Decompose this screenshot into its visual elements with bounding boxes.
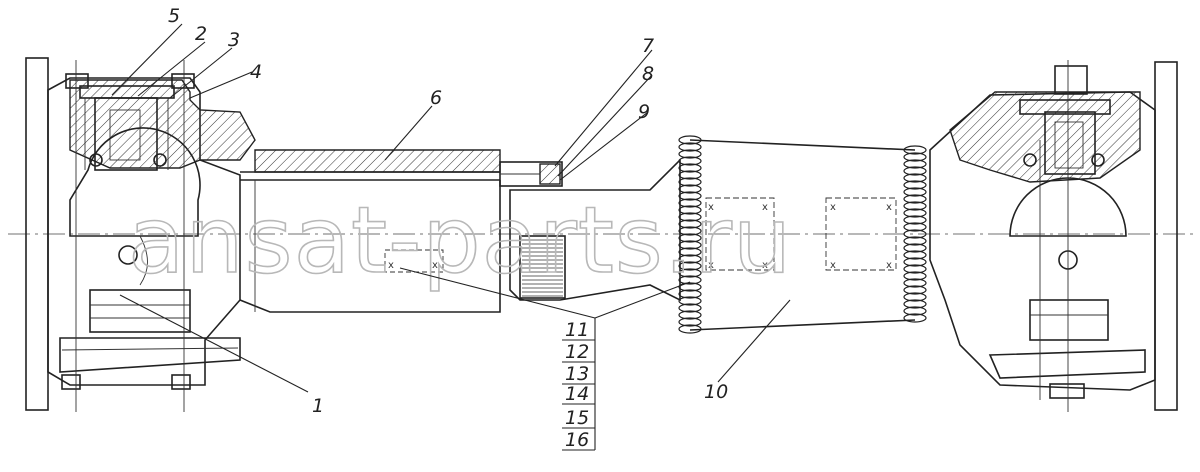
weld-bead bbox=[903, 271, 927, 281]
weld-bead bbox=[678, 247, 702, 257]
weld-bead bbox=[678, 317, 702, 327]
slip-yoke-tube: x x bbox=[239, 149, 501, 313]
weld-bead bbox=[678, 275, 702, 285]
callout-12: 12 bbox=[565, 341, 589, 363]
weld-bead bbox=[678, 303, 702, 313]
callout-10: 10 bbox=[704, 381, 728, 403]
weld-bead bbox=[903, 194, 927, 204]
weld-bead bbox=[678, 226, 702, 236]
callout-8: 8 bbox=[642, 63, 654, 85]
svg-text:x: x bbox=[886, 202, 892, 213]
callout-4: 4 bbox=[250, 61, 262, 83]
svg-text:x: x bbox=[762, 202, 768, 213]
weld-bead bbox=[678, 163, 702, 173]
weld-bead bbox=[678, 177, 702, 187]
callout-9: 9 bbox=[638, 101, 650, 123]
left-flange-yoke bbox=[25, 57, 256, 412]
weld-bead bbox=[903, 313, 927, 323]
callout-5: 5 bbox=[168, 5, 180, 27]
callout-1: 1 bbox=[312, 395, 324, 417]
callout-15: 15 bbox=[565, 407, 589, 429]
weld-bead bbox=[903, 243, 927, 253]
weld-bead bbox=[678, 191, 702, 201]
weld-bead bbox=[903, 236, 927, 246]
weld-bead bbox=[903, 264, 927, 274]
weld-bead bbox=[903, 152, 927, 162]
weld-bead bbox=[678, 268, 702, 278]
weld-bead bbox=[678, 149, 702, 159]
splined-shaft bbox=[509, 158, 681, 302]
callout-13: 13 bbox=[565, 363, 589, 385]
main-tube: x x x x x x x x bbox=[678, 135, 927, 334]
leader-lines bbox=[111, 23, 791, 451]
weld-bead bbox=[678, 261, 702, 271]
weld-bead bbox=[678, 310, 702, 320]
svg-text:x: x bbox=[886, 260, 892, 271]
weld-bead bbox=[903, 180, 927, 190]
weld-bead bbox=[678, 205, 702, 215]
weld-bead bbox=[903, 208, 927, 218]
svg-text:x: x bbox=[708, 202, 714, 213]
watermark-text: ansat-parts.ru bbox=[128, 187, 792, 294]
seal-assembly bbox=[499, 161, 563, 187]
callout-7: 7 bbox=[642, 35, 654, 57]
weld-bead bbox=[678, 282, 702, 292]
weld-bead bbox=[903, 229, 927, 239]
weld-bead bbox=[678, 184, 702, 194]
weld-bead bbox=[678, 212, 702, 222]
weld-bead bbox=[678, 142, 702, 152]
weld-bead bbox=[903, 285, 927, 295]
svg-text:x: x bbox=[830, 202, 836, 213]
callout-2: 2 bbox=[195, 23, 207, 45]
weld-bead bbox=[903, 250, 927, 260]
weld-bead bbox=[903, 292, 927, 302]
weld-bead bbox=[903, 257, 927, 267]
weld-bead bbox=[903, 201, 927, 211]
weld-bead bbox=[903, 222, 927, 232]
weld-bead bbox=[903, 145, 927, 155]
weld-bead bbox=[678, 170, 702, 180]
svg-text:x: x bbox=[432, 260, 438, 271]
right-flange-yoke bbox=[929, 60, 1178, 412]
weld-bead bbox=[678, 219, 702, 229]
weld-bead bbox=[678, 233, 702, 243]
svg-text:x: x bbox=[762, 260, 768, 271]
weld-bead bbox=[678, 296, 702, 306]
callout-11: 11 bbox=[565, 319, 589, 341]
weld-bead bbox=[903, 173, 927, 183]
svg-text:x: x bbox=[388, 260, 394, 271]
weld-bead bbox=[903, 278, 927, 288]
callout-6: 6 bbox=[430, 87, 442, 109]
svg-text:x: x bbox=[830, 260, 836, 271]
svg-text:x: x bbox=[708, 260, 714, 271]
weld-bead bbox=[678, 289, 702, 299]
weld-bead bbox=[678, 240, 702, 250]
callout-14: 14 bbox=[565, 383, 589, 405]
weld-bead bbox=[678, 324, 702, 334]
weld-bead bbox=[903, 215, 927, 225]
callout-3: 3 bbox=[228, 29, 240, 51]
callout-16: 16 bbox=[565, 429, 589, 451]
weld-bead bbox=[903, 159, 927, 169]
weld-bead bbox=[678, 254, 702, 264]
weld-bead bbox=[678, 135, 702, 145]
weld-bead bbox=[678, 156, 702, 166]
weld-bead bbox=[903, 306, 927, 316]
weld-bead bbox=[903, 166, 927, 176]
weld-bead bbox=[903, 187, 927, 197]
weld-bead bbox=[903, 299, 927, 309]
weld-bead bbox=[678, 198, 702, 208]
